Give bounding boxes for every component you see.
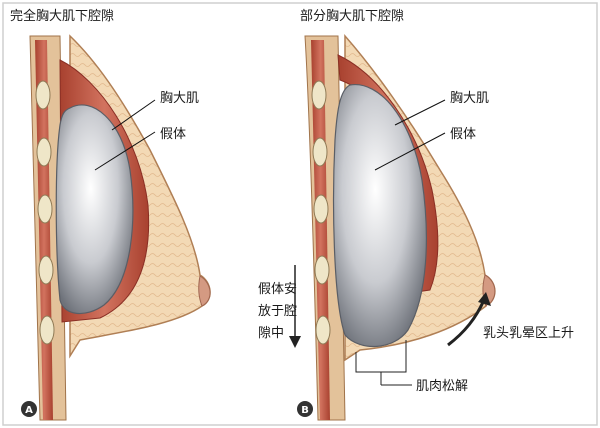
curved-up-arrow-icon xyxy=(447,292,491,349)
panel-a-implant-leader xyxy=(94,131,156,171)
panel-a-muscle-leader xyxy=(111,99,156,131)
panel-b-nipple-rise-label: 乳头乳晕区上升 xyxy=(483,326,574,341)
panel-a-badge xyxy=(21,401,37,417)
panel-a-ribs xyxy=(35,80,55,345)
panel-a-implant xyxy=(55,104,134,314)
panel-b-muscle-leader xyxy=(394,99,446,126)
panel-a-title: 完全胸大肌下腔隙 xyxy=(10,8,114,24)
panel-b: 部分胸大肌下腔隙 胸大肌 假体 假体安 放于腔 隙中 xyxy=(258,9,574,421)
release-bracket xyxy=(355,340,412,386)
panel-b-muscle-label: 胸大肌 xyxy=(450,91,489,106)
panel-a-implant-label: 假体 xyxy=(160,127,186,142)
panel-b-implant xyxy=(332,84,427,347)
panel-b-ribs xyxy=(311,80,331,345)
panel-a-muscle-label: 胸大肌 xyxy=(160,91,199,106)
panel-b-badge-letter: B xyxy=(301,405,309,416)
down-arrow-icon xyxy=(289,265,301,348)
panel-b-badge xyxy=(297,401,313,417)
panel-b-pocket-line2: 放于腔 xyxy=(258,304,297,319)
panel-b-implant-leader xyxy=(374,132,446,171)
panel-b-pocket-line3: 隙中 xyxy=(258,326,284,341)
panel-b-title: 部分胸大肌下腔隙 xyxy=(300,9,404,24)
panel-a: 完全胸大肌下腔隙 胸大肌 假体 A xyxy=(10,8,211,421)
panel-b-release-label: 肌肉松解 xyxy=(416,379,468,394)
panel-a-badge-letter: A xyxy=(25,405,33,416)
panel-b-pocket-line1: 假体安 xyxy=(258,282,297,297)
panel-a-nipple xyxy=(198,275,211,307)
panel-b-implant-label: 假体 xyxy=(450,127,476,142)
